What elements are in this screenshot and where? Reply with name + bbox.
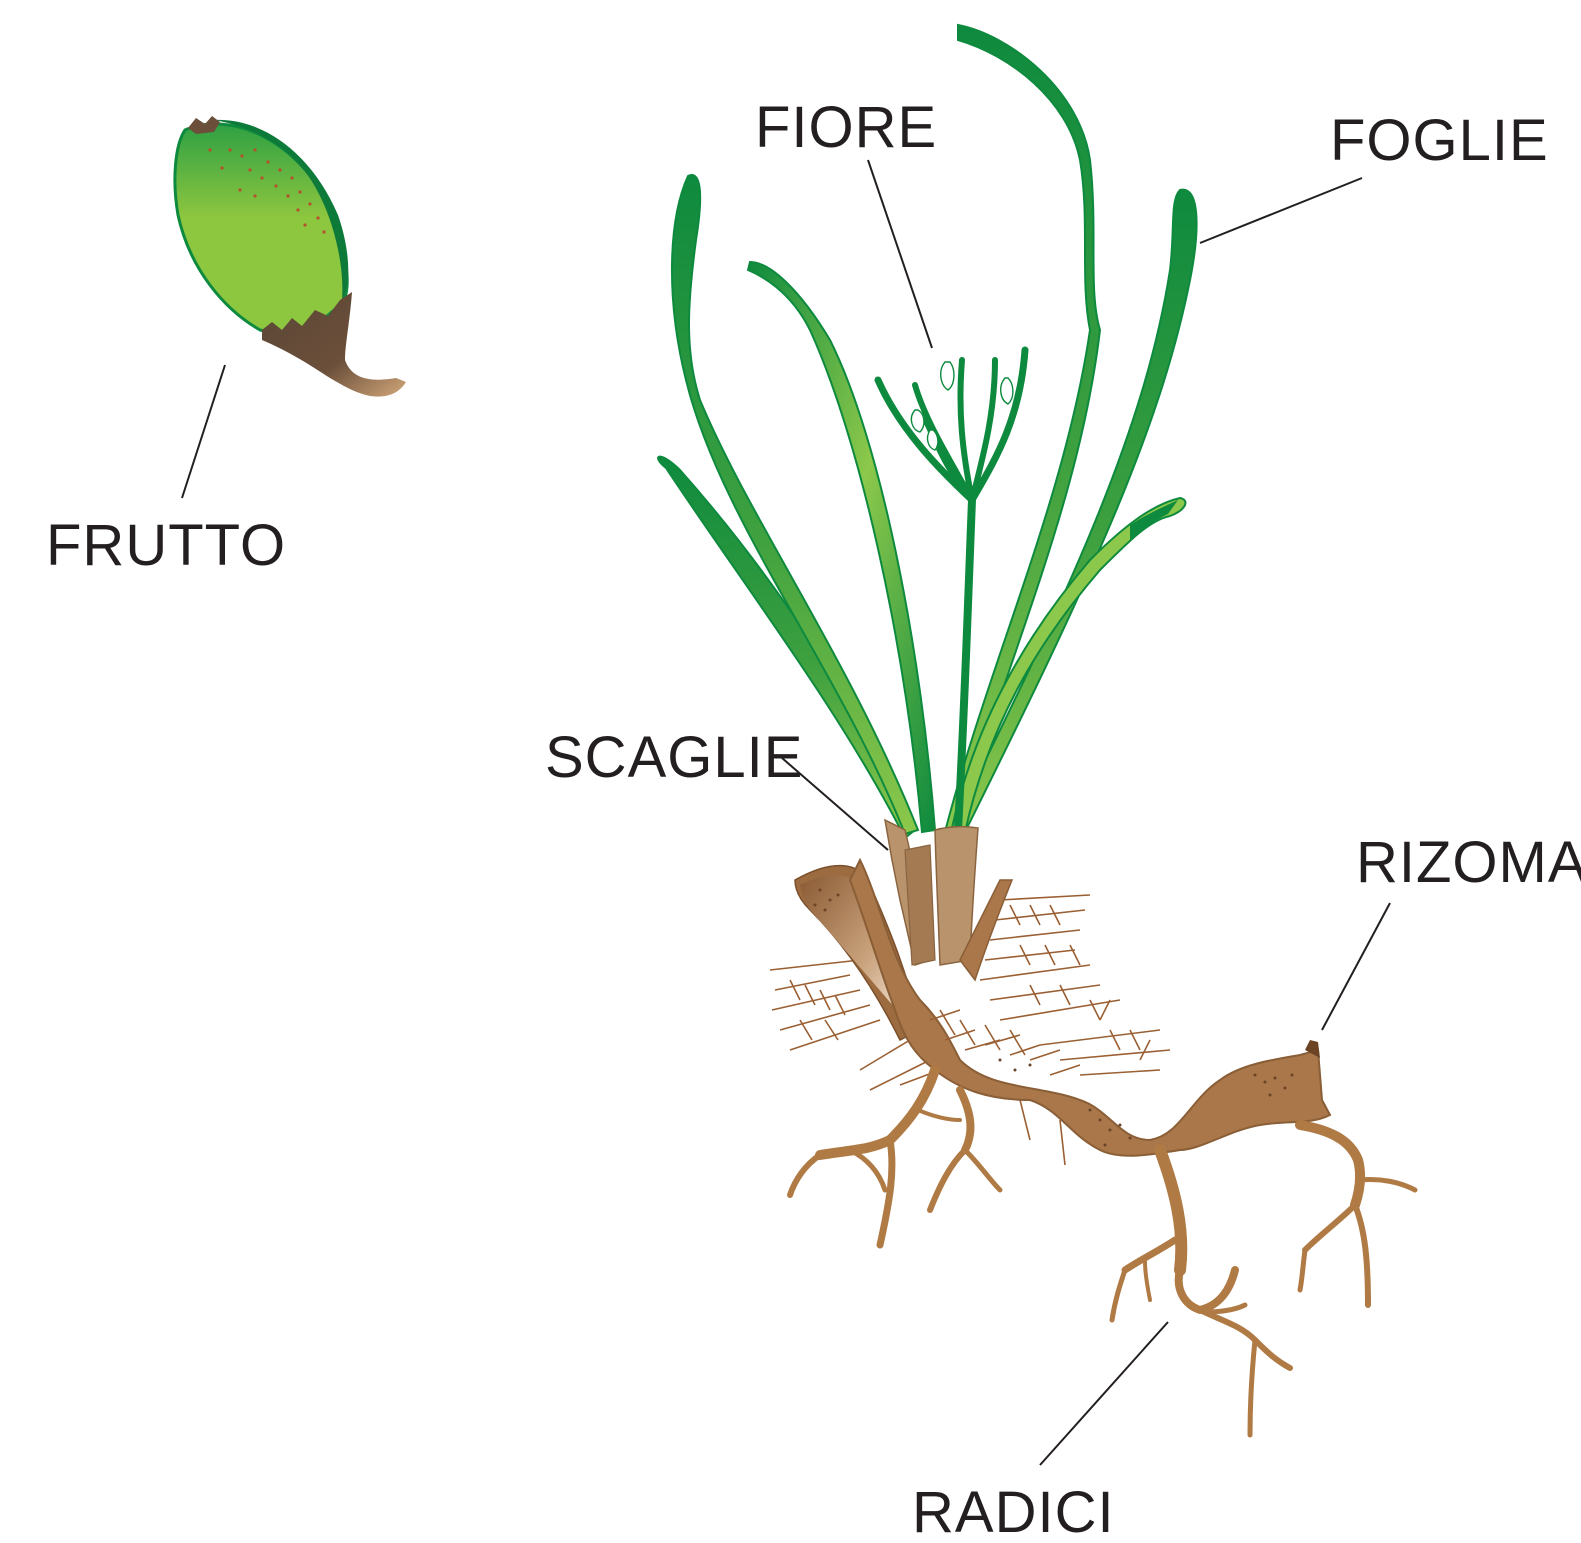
- rhizome-illustration: [770, 820, 1330, 1165]
- flower-leader: [868, 160, 932, 348]
- fruit-leader: [182, 365, 225, 498]
- rhizome-label: RIZOMA: [1356, 830, 1581, 895]
- leaves-leader: [1200, 178, 1362, 243]
- scales-label: SCAGLIE: [545, 725, 803, 790]
- rhizome-leader: [1322, 903, 1390, 1030]
- flower-label: FIORE: [755, 95, 937, 160]
- fruit-label: FRUTTO: [46, 513, 286, 578]
- roots-label: RADICI: [912, 1480, 1115, 1543]
- fruit-illustration: [175, 116, 406, 397]
- leader-lines: [182, 160, 1390, 1465]
- roots-leader: [1040, 1322, 1168, 1465]
- leaves-label: FOGLIE: [1330, 108, 1549, 173]
